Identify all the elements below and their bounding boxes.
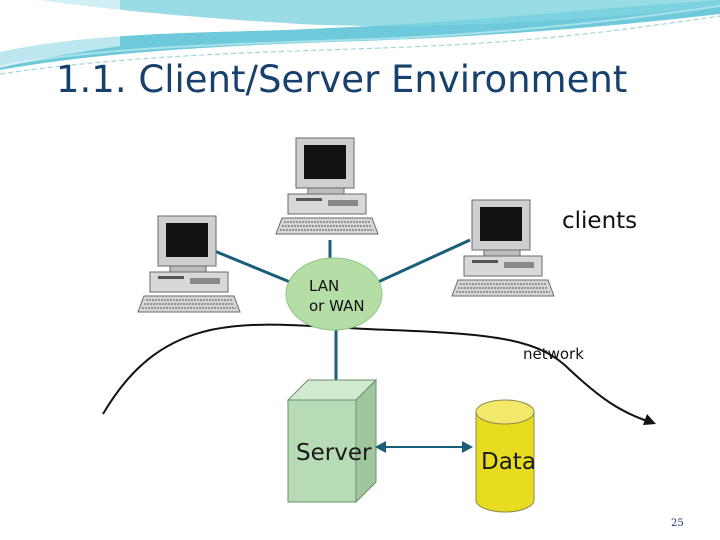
lan-label-line1: LAN — [309, 277, 340, 295]
server-label: Server — [296, 440, 372, 466]
server-box — [286, 378, 378, 504]
network-label: network — [523, 345, 584, 363]
lan-node — [285, 257, 383, 331]
clients-label: clients — [562, 208, 638, 234]
client-computer-right — [451, 199, 555, 297]
client-computer-left — [137, 215, 241, 313]
slide-title: 1.1. Client/Server Environment — [56, 58, 628, 101]
lan-label-line2: or WAN — [309, 297, 365, 315]
server-data-link — [375, 441, 473, 453]
data-cylinder — [475, 399, 535, 513]
lan-label: LAN or WAN — [309, 276, 365, 316]
client-computer-top — [275, 137, 379, 235]
network-arc — [102, 323, 651, 423]
network-arrowhead — [643, 414, 656, 425]
data-label: Data — [481, 449, 536, 475]
header-swoosh — [0, 0, 720, 75]
page-number: 25 — [671, 518, 684, 529]
